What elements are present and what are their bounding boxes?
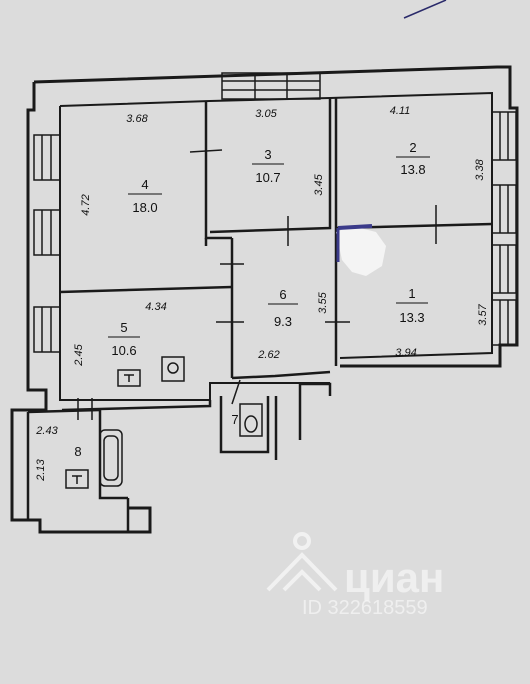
cian-watermark: циан ID 322618559	[266, 532, 444, 619]
room-1-number: 1	[408, 286, 415, 301]
room-4-dim-height: 4.72	[80, 194, 92, 215]
dimension-labels: 3.57 3.94 4.11 3.38 3.05 3.45 3.68 4.72 …	[35, 105, 489, 482]
room-1-dim-height: 3.57	[477, 303, 489, 325]
room-5-number: 5	[120, 320, 127, 335]
door-marks	[77, 149, 437, 420]
bathtub-icon	[99, 429, 123, 487]
cian-brand-text: циан	[344, 554, 444, 601]
room-6-number: 6	[279, 287, 286, 302]
room-8-dim-width: 2.43	[35, 425, 58, 437]
room-5-dim-height: 2.45	[73, 343, 85, 366]
bath-sink-icon	[65, 469, 89, 489]
room-3-dim-height: 3.45	[313, 173, 325, 195]
room-6-dim-width: 2.62	[257, 349, 279, 361]
room-7-number: 7	[231, 412, 238, 427]
outer-walls	[10, 65, 519, 534]
right-windows	[491, 111, 517, 346]
cian-logo-icon	[266, 532, 338, 592]
room-3-dim-width: 3.05	[255, 108, 277, 120]
room-5-dim-width: 4.34	[145, 301, 166, 313]
room-2-dim-width: 4.11	[390, 105, 411, 117]
top-window	[221, 72, 321, 100]
room-6-dim-height: 3.55	[317, 291, 329, 313]
room-4-area: 18.0	[132, 200, 157, 215]
room-3-area: 10.7	[255, 170, 280, 185]
room-labels: 1 13.3 2 13.8 3 10.7 4 18.0 5 10.6 6 9.3…	[74, 140, 430, 459]
listing-id-text: ID 322618559	[302, 597, 428, 619]
room-1-area: 13.3	[399, 310, 424, 325]
room-4-dim-width: 3.68	[126, 113, 148, 125]
left-windows	[33, 134, 61, 353]
room-5-area: 10.6	[111, 343, 136, 358]
room-3-number: 3	[264, 147, 271, 162]
room-1-dim-width: 3.94	[395, 347, 416, 359]
room-2-dim-height: 3.38	[474, 158, 486, 180]
room-8-dim-height: 2.13	[35, 458, 47, 481]
room-4-number: 4	[141, 177, 148, 192]
room-6-area: 9.3	[274, 314, 292, 329]
room-2-area: 13.8	[400, 162, 425, 177]
stove-icon	[161, 356, 185, 382]
room-8-number: 8	[74, 444, 81, 459]
toilet-icon	[239, 403, 263, 437]
ink-smudge	[336, 224, 386, 276]
sink-icon	[117, 369, 141, 387]
room-2-number: 2	[409, 140, 416, 155]
pen-mark	[403, 0, 447, 19]
